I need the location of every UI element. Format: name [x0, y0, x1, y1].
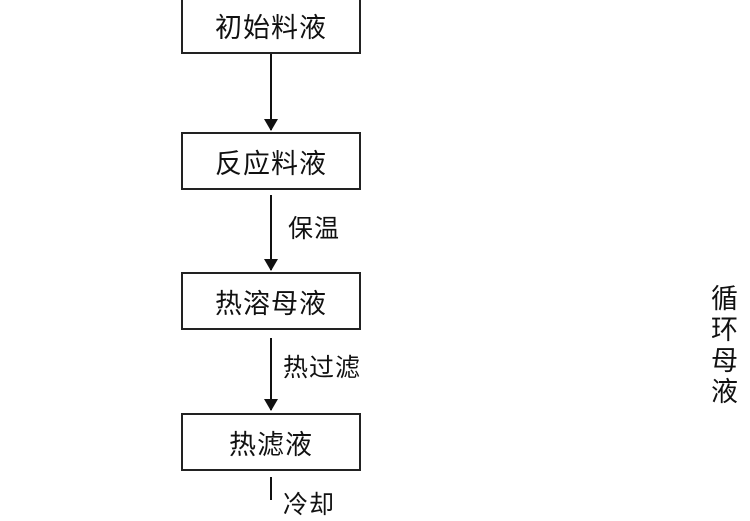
recycle-mother-liquor-label: 循环母液: [706, 284, 737, 408]
node-hot-filtrate: 热滤液: [181, 413, 361, 471]
flow-connectors: [264, 54, 278, 500]
node-label: 热溶母液: [215, 288, 327, 320]
node-label: 初始料液: [215, 12, 327, 44]
step-label-hot-filtration: 热过滤: [283, 353, 362, 382]
step-label-cooling: 冷却: [283, 490, 336, 519]
node-label: 反应料液: [215, 148, 327, 180]
node-hot-mother-liquor: 热溶母液: [181, 272, 361, 330]
node-label: 热滤液: [229, 429, 313, 461]
step-label-insulation: 保温: [288, 214, 341, 243]
node-initial-feed: 初始料液: [181, 0, 361, 54]
node-reaction-feed: 反应料液: [181, 132, 361, 190]
